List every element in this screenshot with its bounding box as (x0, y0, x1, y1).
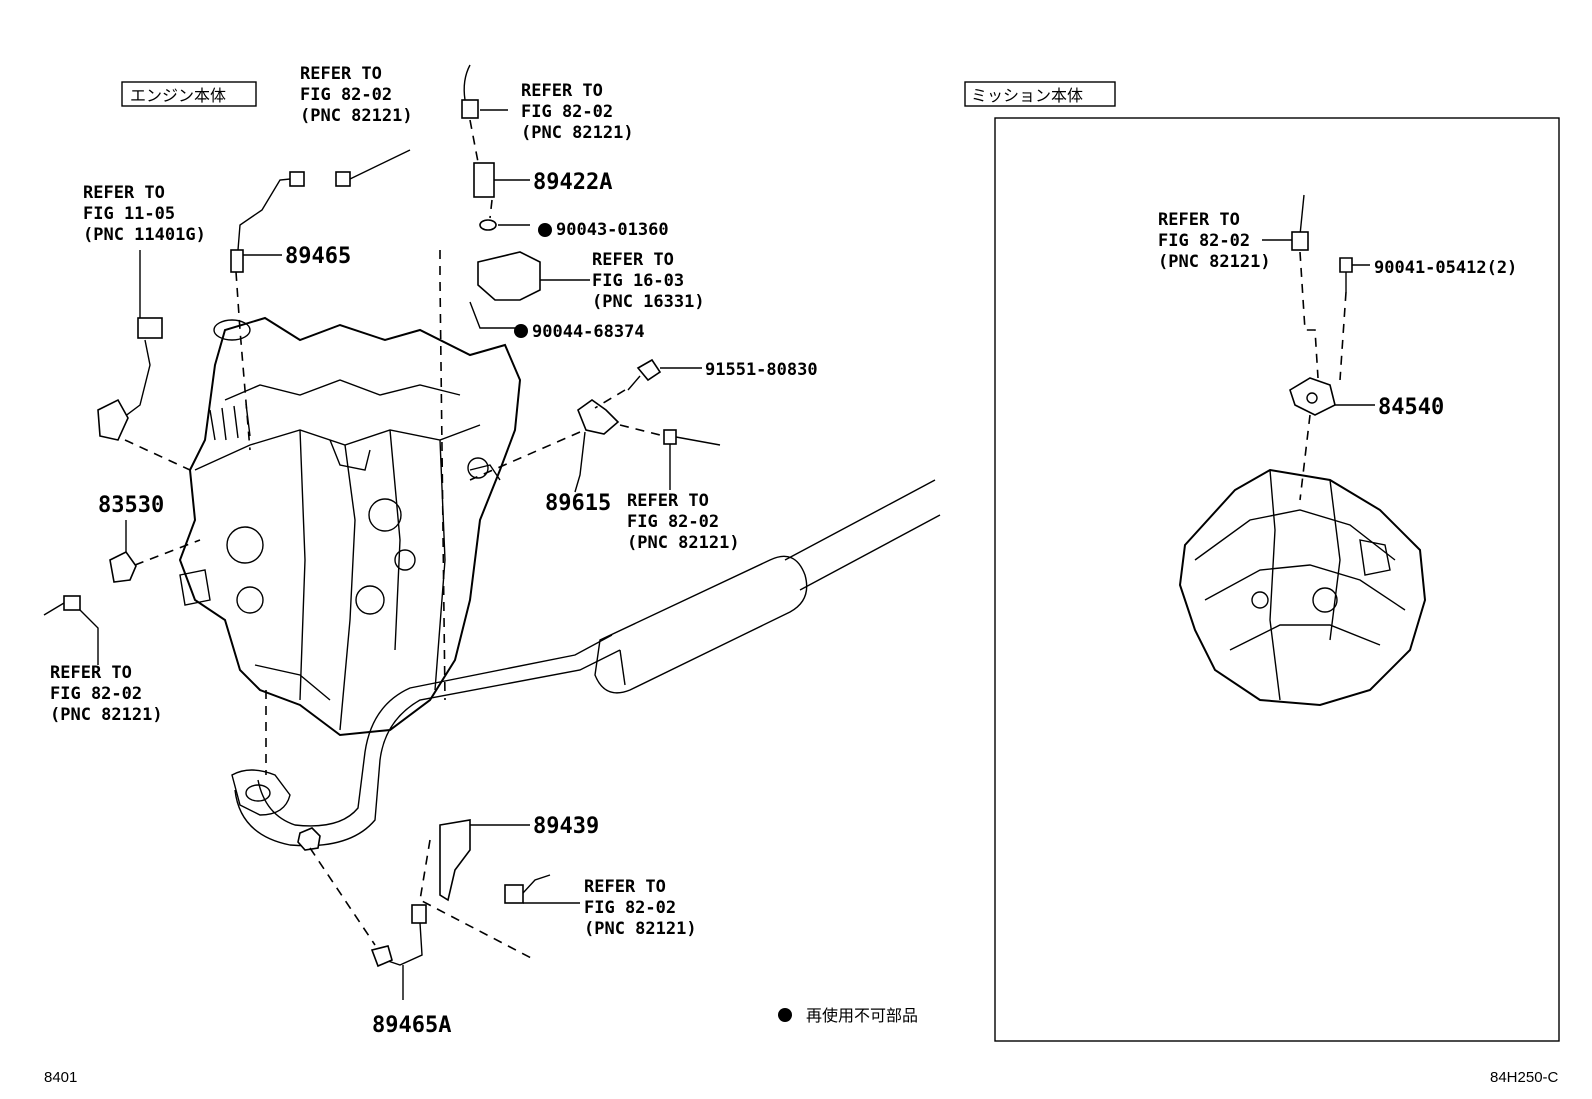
wire-crank-sensor (119, 339, 151, 421)
wire-83530 (43, 602, 65, 616)
svg-text:(PNC 82121): (PNC 82121) (50, 705, 163, 725)
connector-89615 (663, 429, 677, 445)
leader-lines (79, 109, 1375, 1000)
refer-callout-1: REFER TO FIG 82-02 (PNC 82121) (300, 64, 413, 126)
bolt-90041 (1339, 257, 1353, 273)
connector-89422A-top (461, 99, 479, 119)
part-number-84540: 84540 (1378, 395, 1444, 420)
refer-callout-5: REFER TO FIG 82-02 (PNC 82121) (627, 491, 740, 553)
svg-text:(PNC 82121): (PNC 82121) (584, 919, 697, 939)
wire-89465-ext (349, 149, 411, 180)
connector-89465-b (335, 171, 351, 187)
refer-callout-7: REFER TO FIG 82-02 (PNC 82121) (584, 877, 697, 939)
svg-text:(PNC 82121): (PNC 82121) (521, 123, 634, 143)
refer-callout-8: REFER TO FIG 82-02 (PNC 82121) (1158, 210, 1271, 272)
svg-text:REFER TO: REFER TO (584, 877, 666, 897)
legend-marker (778, 1008, 792, 1022)
part-number-89465A: 89465A (372, 1013, 451, 1038)
part-number-89439: 89439 (533, 814, 599, 839)
svg-text:FIG 16-03: FIG 16-03 (592, 271, 684, 291)
water-outlet (477, 251, 541, 301)
wire-89439 (522, 874, 551, 894)
part-number-91551-80830: 91551-80830 (705, 360, 818, 380)
footer-page-code: 8401 (44, 1069, 77, 1086)
svg-text:REFER TO: REFER TO (300, 64, 382, 84)
svg-text:(PNC 82121): (PNC 82121) (1158, 252, 1271, 272)
connector-83530 (63, 595, 81, 611)
svg-text:REFER TO: REFER TO (627, 491, 709, 511)
mission-frame (994, 117, 1560, 1042)
bracket-89439 (439, 819, 471, 902)
exhaust-pipe-drawing (231, 479, 941, 851)
part-number-90041-05412: 90041-05412(2) (1374, 258, 1517, 278)
connector-84540 (1291, 231, 1309, 251)
svg-text:FIG 82-02: FIG 82-02 (627, 512, 719, 532)
part-number-89422A: 89422A (533, 170, 612, 195)
part-number-89615: 89615 (545, 491, 611, 516)
part-number-83530: 83530 (98, 493, 164, 518)
engine-assembly-drawing (178, 316, 522, 737)
connector-89465-a (289, 171, 305, 187)
assembly-dashed-lines (124, 119, 1347, 961)
non-reusable-marker (514, 324, 528, 338)
part-number-90044-68374: 90044-68374 (532, 322, 645, 342)
svg-text:(PNC 16331): (PNC 16331) (592, 292, 705, 312)
sensor-89465A (370, 945, 393, 968)
refer-callout-6: REFER TO FIG 82-02 (PNC 82121) (50, 663, 163, 725)
svg-text:REFER TO: REFER TO (521, 81, 603, 101)
wire-89465A (384, 922, 423, 966)
svg-text:FIG 82-02: FIG 82-02 (1158, 231, 1250, 251)
crank-sensor (97, 398, 129, 441)
speed-sensor-84540 (1289, 377, 1336, 416)
svg-text:FIG 82-02: FIG 82-02 (584, 898, 676, 918)
sensor-89422A (473, 162, 495, 198)
svg-text:FIG 82-02: FIG 82-02 (50, 684, 142, 704)
non-reusable-marker (538, 223, 552, 237)
part-number-90043-01360: 90043-01360 (556, 220, 669, 240)
svg-text:REFER TO: REFER TO (592, 250, 674, 270)
connector-89465A (411, 904, 427, 924)
oil-pressure-switch-83530 (109, 550, 137, 583)
legend-non-reusable-text: 再使用不可部品 (806, 1006, 918, 1025)
refer-callout-2: REFER TO FIG 82-02 (PNC 82121) (521, 81, 634, 143)
svg-text:(PNC 11401G): (PNC 11401G) (83, 225, 206, 245)
svg-text:FIG 11-05: FIG 11-05 (83, 204, 175, 224)
svg-text:FIG 82-02: FIG 82-02 (521, 102, 613, 122)
svg-text:(PNC 82121): (PNC 82121) (627, 533, 740, 553)
refer-callout-3: REFER TO FIG 11-05 (PNC 11401G) (83, 183, 206, 245)
wire-89615 (675, 436, 721, 446)
bolt-91551 (636, 358, 662, 382)
svg-text:REFER TO: REFER TO (83, 183, 165, 203)
svg-text:(PNC 82121): (PNC 82121) (300, 106, 413, 126)
section-label-mission: ミッション本体 (964, 81, 1116, 107)
refer-callout-4: REFER TO FIG 16-03 (PNC 16331) (592, 250, 705, 312)
wire-84540 (1299, 194, 1305, 236)
sensor-89465 (230, 249, 244, 273)
bolt-shank-91551 (627, 375, 641, 391)
speed-sensor-hole (1306, 392, 1318, 404)
svg-text:ミッション本体: ミッション本体 (971, 86, 1083, 105)
part-number-89465: 89465 (285, 244, 351, 269)
transmission-drawing (1178, 468, 1427, 707)
knock-sensor-89615 (577, 399, 620, 435)
svg-text:REFER TO: REFER TO (1158, 210, 1240, 230)
svg-text:FIG 82-02: FIG 82-02 (300, 85, 392, 105)
wire-89465 (237, 177, 301, 251)
footer-figure-code: 84H250-C (1490, 1069, 1559, 1086)
svg-text:REFER TO: REFER TO (50, 663, 132, 683)
connector-crank-sensor (137, 317, 163, 339)
svg-text:エンジン本体: エンジン本体 (130, 86, 226, 105)
connector-89439 (504, 884, 524, 904)
gasket-90043 (479, 219, 497, 231)
section-label-engine: エンジン本体 (121, 81, 257, 107)
